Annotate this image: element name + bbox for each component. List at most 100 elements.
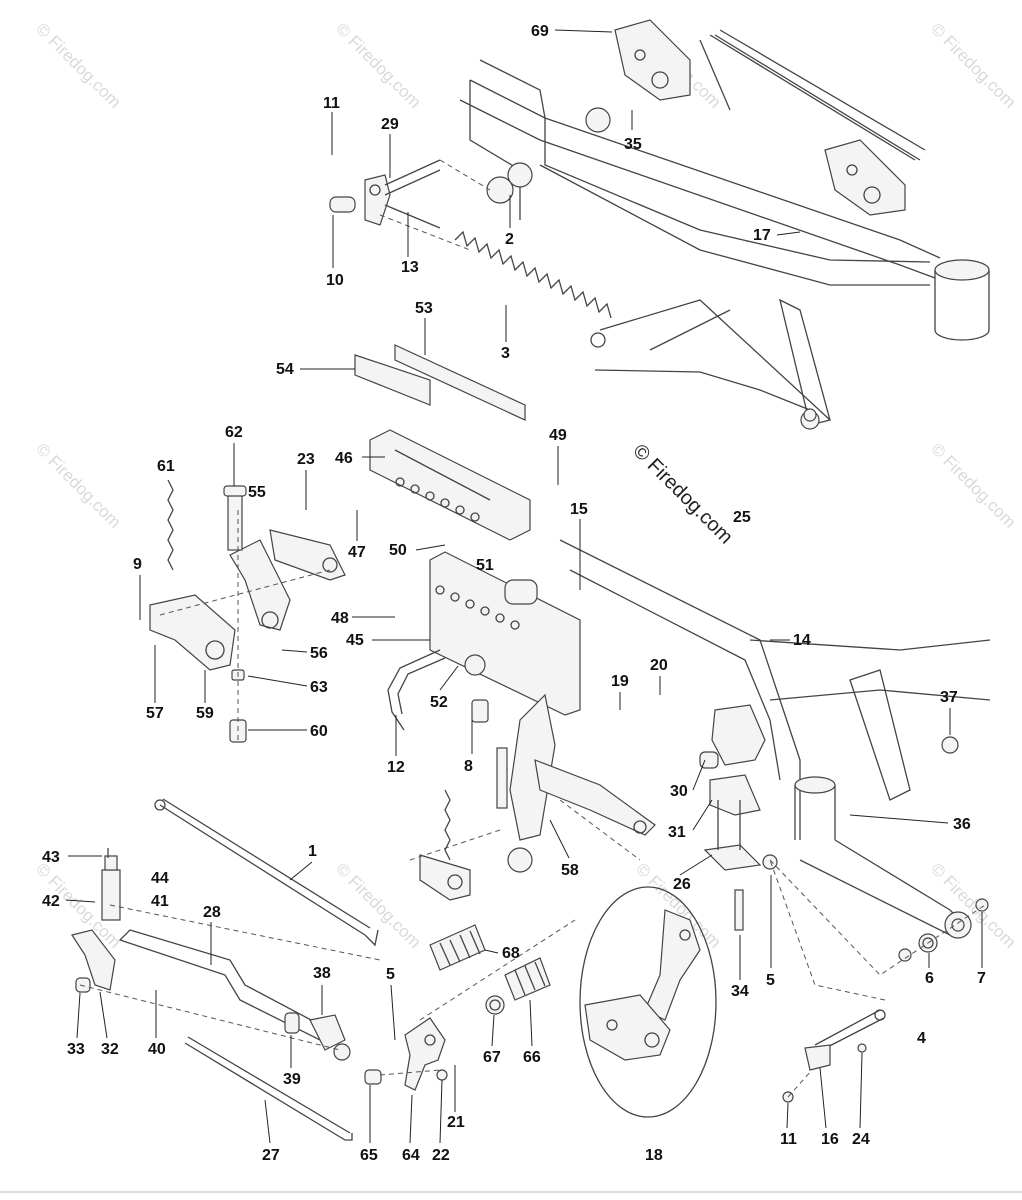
- callout: 39: [283, 1071, 301, 1088]
- callout: 59: [196, 705, 214, 722]
- part-27-rod: [184, 1036, 353, 1141]
- callout: 24: [852, 1131, 870, 1148]
- callout: 34: [731, 983, 749, 1000]
- slot-holes: [395, 477, 520, 630]
- callout: 41: [151, 893, 169, 910]
- callout: 22: [432, 1147, 450, 1164]
- callout: 54: [276, 361, 294, 378]
- watermark: © Firedog.com: [927, 19, 1019, 111]
- callout: 8: [464, 758, 473, 775]
- callout: 57: [146, 705, 164, 722]
- callout: 50: [389, 542, 407, 559]
- callout: 52: [430, 694, 448, 711]
- callout: 25: [733, 509, 751, 526]
- callout: 53: [415, 300, 433, 317]
- callout-labels: 69 11 29 35 2 17 10 13 3 53 54 62 61 55 …: [42, 23, 986, 1164]
- main-frame: [459, 34, 990, 430]
- lower-left-assembly: [71, 848, 381, 1061]
- part-1-rod: [154, 798, 379, 947]
- part-3-spring: [454, 230, 612, 348]
- callout: 4: [917, 1030, 926, 1047]
- callout: 58: [561, 862, 579, 879]
- detail-circle-18: [579, 886, 717, 1118]
- callout: 18: [645, 1147, 663, 1164]
- part-58-arm: [409, 693, 656, 901]
- part-46-bracket: [369, 429, 581, 716]
- middle-frame: [559, 539, 991, 939]
- leader-lines: [65, 29, 983, 1144]
- callout: 20: [650, 657, 668, 674]
- callout: 17: [753, 227, 771, 244]
- watermark: © Firedog.com: [927, 439, 1019, 531]
- callout: 64: [402, 1147, 420, 1164]
- part-16-pin: [769, 859, 886, 1103]
- watermark: © Firedog.com: [332, 859, 424, 951]
- callout: 37: [940, 689, 958, 706]
- callout: 28: [203, 904, 221, 921]
- callout: 43: [42, 849, 60, 866]
- callout: 27: [262, 1147, 280, 1164]
- callout: 23: [297, 451, 315, 468]
- left-lever-group: [149, 479, 346, 743]
- copyright-notice: © Firedog.com: [628, 440, 737, 549]
- watermark: © Firedog.com: [332, 19, 424, 111]
- callout: 15: [570, 501, 588, 518]
- callout: 9: [133, 556, 142, 573]
- callout: 11: [780, 1131, 797, 1148]
- callout: 5: [386, 966, 395, 983]
- callout: 45: [346, 632, 364, 649]
- callout: 19: [611, 673, 629, 690]
- part-4-7-hardware: [769, 736, 989, 976]
- part-69-bracket: [614, 19, 926, 216]
- callout: 49: [549, 427, 567, 444]
- callout: 29: [381, 116, 399, 133]
- callout: 63: [310, 679, 328, 696]
- part-66-68-springs: [364, 919, 576, 1091]
- watermark: © Firedog.com: [32, 19, 124, 111]
- callout: 66: [523, 1049, 541, 1066]
- callout: 46: [335, 450, 353, 467]
- callout: 13: [401, 259, 419, 276]
- callout: 47: [348, 544, 366, 561]
- callout: 62: [225, 424, 243, 441]
- callout: 40: [148, 1041, 166, 1058]
- callout: 38: [313, 965, 331, 982]
- callout: 32: [101, 1041, 119, 1058]
- callout: 5: [766, 972, 775, 989]
- part-29-arm: [329, 159, 491, 251]
- callout: 1: [308, 843, 317, 860]
- callout: 14: [793, 632, 811, 649]
- callout: 55: [248, 484, 266, 501]
- callout: 6: [925, 970, 934, 987]
- callout: 35: [624, 136, 642, 153]
- callout: 42: [42, 893, 60, 910]
- part-31-bracket: [699, 704, 778, 931]
- callout: 21: [447, 1114, 465, 1131]
- callout: 7: [977, 970, 986, 987]
- callout: 3: [501, 345, 510, 362]
- part-12-hook: [387, 649, 489, 731]
- callout: 31: [668, 824, 686, 841]
- callout: 56: [310, 645, 328, 662]
- callout: 36: [953, 816, 971, 833]
- watermark: © Firedog.com: [927, 859, 1019, 951]
- callout: 68: [502, 945, 520, 962]
- callout: 30: [670, 783, 688, 800]
- callout: 51: [476, 557, 494, 574]
- part-53-54-decals: [354, 344, 526, 421]
- callout: 44: [151, 870, 169, 887]
- callout: 33: [67, 1041, 85, 1058]
- callout: 11: [323, 95, 340, 112]
- callout: 65: [360, 1147, 378, 1164]
- callout: 67: [483, 1049, 501, 1066]
- callout: 10: [326, 272, 344, 289]
- callout: 16: [821, 1131, 839, 1148]
- watermark: © Firedog.com: [32, 439, 124, 531]
- callout: 69: [531, 23, 549, 40]
- callout: 2: [505, 231, 514, 248]
- callout: 26: [673, 876, 691, 893]
- callout: 48: [331, 610, 349, 627]
- callout: 61: [157, 458, 175, 475]
- callout: 60: [310, 723, 328, 740]
